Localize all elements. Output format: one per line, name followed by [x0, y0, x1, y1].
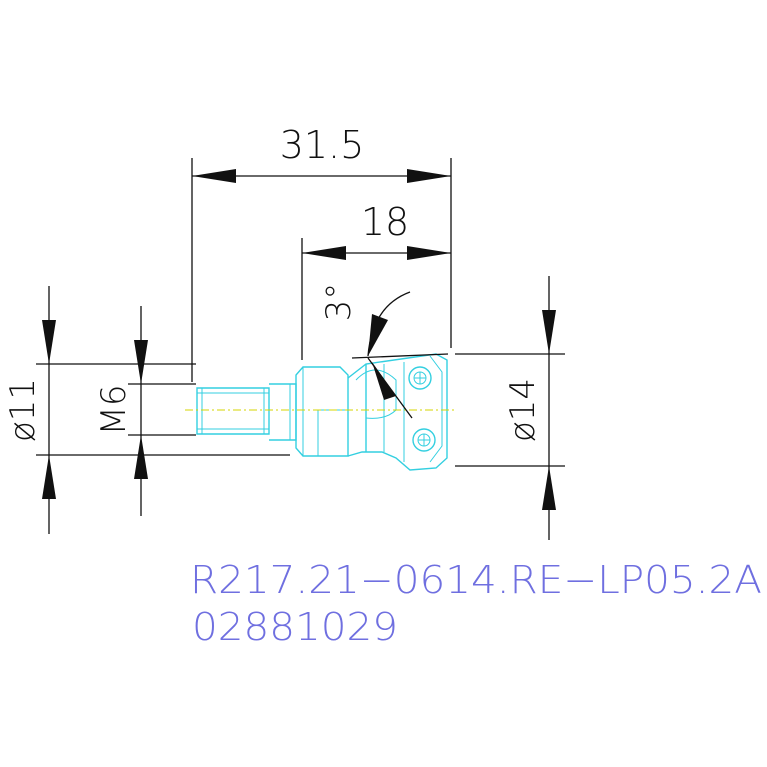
- neck: [269, 383, 297, 441]
- item-number: 02881029: [192, 605, 398, 649]
- head-length-label: 18: [361, 200, 409, 244]
- tool-designation: R217.21−0614.RE−LP05.2A: [190, 558, 762, 602]
- tool-body: [196, 353, 448, 471]
- insert-screw-bottom: [412, 428, 436, 452]
- cutting-diameter-label: ø14: [503, 378, 543, 442]
- dimension-lines: [36, 158, 565, 540]
- cutter-head: [347, 353, 448, 471]
- thread-label: M6: [94, 385, 134, 436]
- collar: [295, 366, 349, 457]
- insert-screw-top: [408, 366, 432, 390]
- overall-length-label: 31.5: [280, 123, 365, 167]
- angle-label: 3°: [319, 283, 359, 322]
- shank-diameter-label: ø11: [3, 378, 43, 442]
- threaded-shank: [196, 387, 270, 435]
